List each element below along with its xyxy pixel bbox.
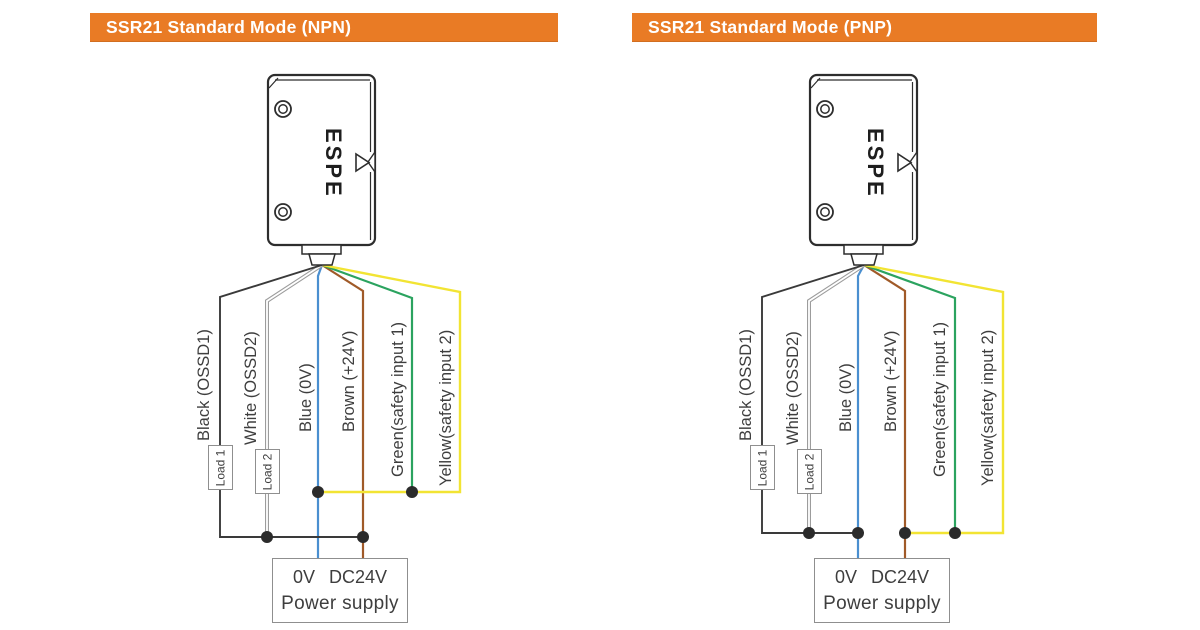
- wire-brown: [321, 264, 365, 558]
- edge-notch: [909, 149, 918, 175]
- wire-green: [863, 263, 957, 533]
- header-bar-npn: SSR21 Standard Mode (NPN): [90, 13, 558, 42]
- wire-label-black-ossd1: Black (OSSD1): [737, 329, 755, 441]
- psu-dc24v-label: DC24V: [871, 567, 930, 587]
- power-supply-box: 0V DC24V Power supply: [272, 558, 408, 623]
- psu-title: Power supply: [281, 593, 399, 614]
- power-supply-box: 0V DC24V Power supply: [814, 558, 950, 623]
- load1-box: Load 1: [208, 445, 233, 490]
- wire-blue: [856, 264, 865, 558]
- sensor-npn: [219, 73, 462, 558]
- wire-label-brown-24v: Brown (+24V): [340, 330, 358, 432]
- screw-hole-inner-icon: [278, 104, 288, 114]
- junction-dot: [312, 486, 324, 498]
- load1-label: Load 1: [755, 449, 770, 486]
- sensor-bevel-corner: [810, 77, 821, 89]
- load2-label: Load 2: [802, 453, 817, 490]
- wire-label-blue-0v: Blue (0V): [837, 363, 855, 432]
- cable-connector-tip: [850, 253, 878, 266]
- wire-label-white-ossd2: White (OSSD2): [784, 331, 802, 445]
- edge-notch: [367, 149, 376, 175]
- wire-label-green-safety1: Green(safety input 1): [931, 322, 949, 477]
- wire-yellow: [318, 263, 462, 494]
- wire-green: [321, 263, 414, 492]
- junction-dot: [261, 531, 273, 543]
- psu-0v-label: 0V: [834, 567, 857, 587]
- load1-label: Load 1: [213, 449, 228, 486]
- load2-box: Load 2: [797, 449, 822, 494]
- junction-dot: [406, 486, 418, 498]
- sensor-bevel-corner: [268, 77, 279, 89]
- screw-hole-inner-icon: [820, 104, 830, 114]
- header-bar-pnp: SSR21 Standard Mode (PNP): [632, 13, 1097, 42]
- diagram-title-npn: SSR21 Standard Mode (NPN): [106, 17, 352, 37]
- espe-logo: ESPE: [321, 128, 346, 199]
- wire-black: [219, 264, 363, 538]
- junction-dot: [852, 527, 864, 539]
- cable-connector-base: [843, 244, 884, 255]
- wire-label-green-safety1: Green(safety input 1): [389, 322, 407, 477]
- load2-label: Load 2: [260, 453, 275, 490]
- psu-dc24v-label: DC24V: [329, 567, 388, 587]
- wire-label-white-ossd2: White (OSSD2): [242, 331, 260, 445]
- cable-connector-base: [301, 244, 342, 255]
- wire-label-brown-24v: Brown (+24V): [882, 330, 900, 432]
- load1-box: Load 1: [750, 445, 775, 490]
- diagram-title-pnp: SSR21 Standard Mode (PNP): [648, 17, 893, 37]
- junction-dot: [899, 527, 911, 539]
- cable-connector-tip: [308, 253, 336, 266]
- wire-label-yellow-safety2: Yellow(safety input 2): [437, 329, 455, 486]
- wire-blue: [316, 264, 324, 558]
- indicator-triangle-icon: [355, 152, 371, 173]
- psu-title: Power supply: [823, 593, 941, 614]
- junction-dot: [803, 527, 815, 539]
- wire-label-black-ossd1: Black (OSSD1): [195, 329, 213, 441]
- espe-logo: ESPE: [863, 128, 888, 199]
- junction-dot: [357, 531, 369, 543]
- wire-brown: [863, 264, 907, 558]
- psu-0v-label: 0V: [292, 567, 315, 587]
- sensor-pnp: [761, 73, 1005, 558]
- wire-label-blue-0v: Blue (0V): [297, 363, 315, 432]
- junction-dot: [949, 527, 961, 539]
- screw-hole-inner-icon: [820, 207, 830, 217]
- load2-box: Load 2: [255, 449, 280, 494]
- wire-label-yellow-safety2: Yellow(safety input 2): [979, 329, 997, 486]
- indicator-triangle-icon: [897, 152, 913, 173]
- screw-hole-inner-icon: [278, 207, 288, 217]
